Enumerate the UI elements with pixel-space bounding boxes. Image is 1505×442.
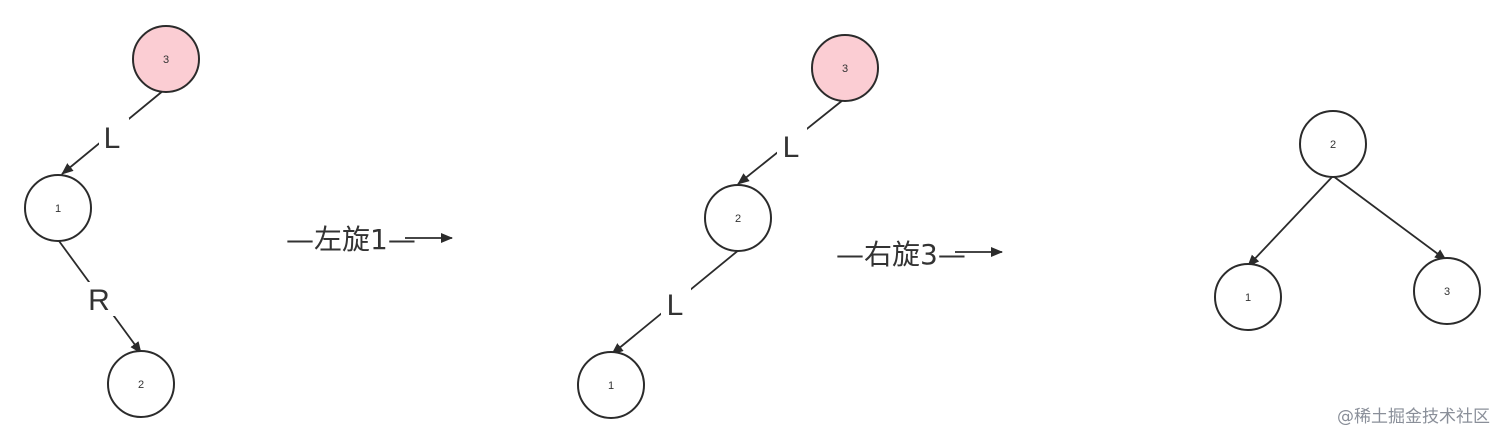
node-value: 2 — [138, 379, 144, 391]
edge-label-bg — [777, 127, 807, 163]
watermark: @稀土掘金技术社区 — [1337, 407, 1490, 427]
tree-node: 2 — [107, 350, 175, 418]
node-value: 1 — [1245, 292, 1251, 304]
tree-3: 2 1 3 — [1214, 110, 1481, 331]
node-value: 3 — [163, 54, 169, 66]
tree-node-root: 2 — [1299, 110, 1367, 178]
tree-node: 3 — [1413, 257, 1481, 325]
edge-label-bg — [661, 285, 691, 321]
node-value: 3 — [842, 63, 848, 75]
edge-label-l: L — [783, 131, 800, 164]
edge-label-l: L — [104, 122, 121, 155]
tree-node-root: 3 — [811, 34, 879, 102]
node-value: 1 — [55, 203, 61, 215]
right-rotate-step: —右旋3— — [836, 238, 1003, 271]
operation-label: —右旋3— — [836, 238, 966, 271]
tree-1: L R 3 1 2 — [24, 25, 200, 418]
operation-label: —左旋1— — [286, 223, 416, 256]
edge-2-to-1 — [1247, 175, 1334, 267]
tree-2: L L 3 2 1 — [577, 34, 879, 419]
left-rotate-step: —左旋1— — [286, 223, 453, 256]
tree-node-root: 3 — [132, 25, 200, 93]
edge-2-to-3 — [1332, 175, 1447, 261]
edge-label-l: L — [667, 289, 684, 322]
node-value: 1 — [608, 380, 614, 392]
tree-node: 1 — [1214, 263, 1282, 331]
node-value: 3 — [1444, 286, 1450, 298]
node-value: 2 — [735, 213, 741, 225]
node-value: 2 — [1330, 139, 1336, 151]
edge-label-bg — [99, 118, 129, 154]
tree-node: 2 — [704, 184, 772, 252]
tree-node: 1 — [24, 174, 92, 242]
tree-node: 1 — [577, 351, 645, 419]
edge-label-bg — [83, 282, 115, 316]
edge-label-r: R — [88, 284, 110, 317]
